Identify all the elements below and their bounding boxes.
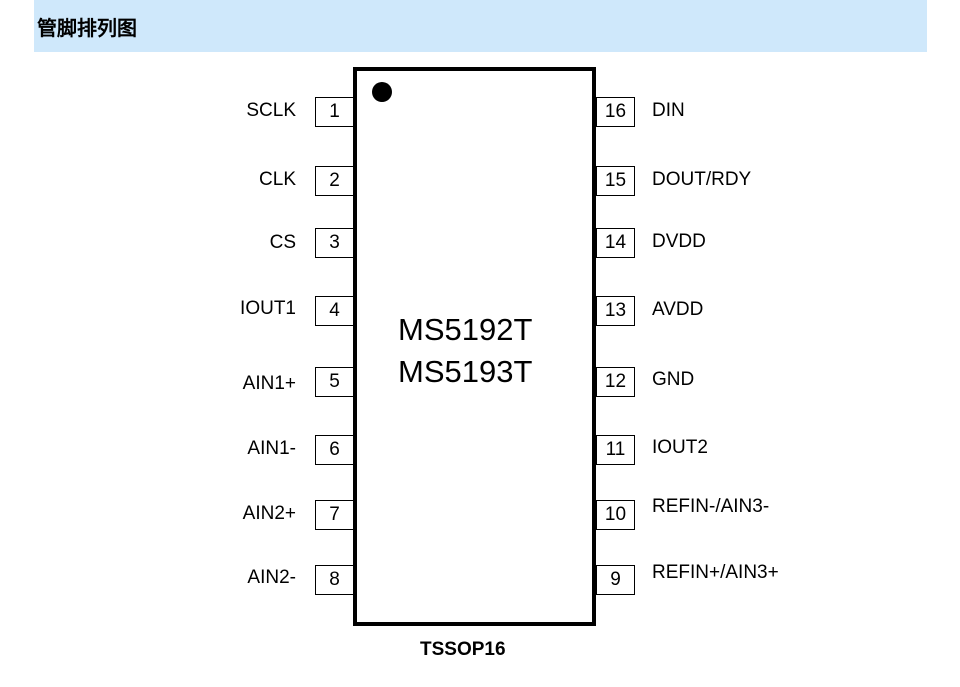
- pin-label-left: CLK: [259, 169, 296, 190]
- section-header: 管脚排列图: [34, 0, 927, 52]
- pin-number-box: 15: [596, 166, 635, 196]
- pin-number-box: 16: [596, 97, 635, 127]
- pin-label-right: AVDD: [652, 299, 704, 320]
- pin-number-box: 11: [596, 435, 635, 465]
- pin-label-left: IOUT1: [240, 298, 296, 319]
- pin-label-left: CS: [269, 232, 296, 253]
- pin-number-box: 10: [596, 500, 635, 530]
- pin-label-left: AIN2+: [242, 503, 296, 524]
- pin-label-left: SCLK: [246, 100, 296, 121]
- pin-number-box: 1: [315, 97, 354, 127]
- pin-label-right: IOUT2: [652, 437, 708, 458]
- pin-number-box: 6: [315, 435, 354, 465]
- pin-number-box: 8: [315, 565, 354, 595]
- pin-label-right: DIN: [652, 100, 685, 121]
- pin-label-right: REFIN-/AIN3-: [652, 496, 770, 517]
- pin-label-right: DOUT/RDY: [652, 169, 752, 190]
- part-number-1: MS5192T: [398, 312, 533, 347]
- pin-number-box: 5: [315, 367, 354, 397]
- package-label: TSSOP16: [420, 639, 506, 660]
- pin-number-box: 12: [596, 367, 635, 397]
- pin-number-box: 2: [315, 166, 354, 196]
- pin-number-box: 3: [315, 228, 354, 258]
- part-number-2: MS5193T: [398, 354, 533, 389]
- ic-package-body: [353, 67, 596, 626]
- pin-number-box: 13: [596, 296, 635, 326]
- pin-label-right: REFIN+/AIN3+: [652, 562, 779, 583]
- pin-label-left: AIN1-: [247, 438, 296, 459]
- pin-label-right: GND: [652, 369, 695, 390]
- pin1-marker: [372, 82, 392, 102]
- section-title: 管脚排列图: [37, 16, 137, 40]
- pin-label-left: AIN1+: [242, 373, 296, 394]
- pin-label-left: AIN2-: [247, 567, 296, 588]
- pin-label-right: DVDD: [652, 231, 706, 252]
- pin-number-box: 7: [315, 500, 354, 530]
- pin-number-box: 14: [596, 228, 635, 258]
- pin-number-box: 4: [315, 296, 354, 326]
- pin-number-box: 9: [596, 565, 635, 595]
